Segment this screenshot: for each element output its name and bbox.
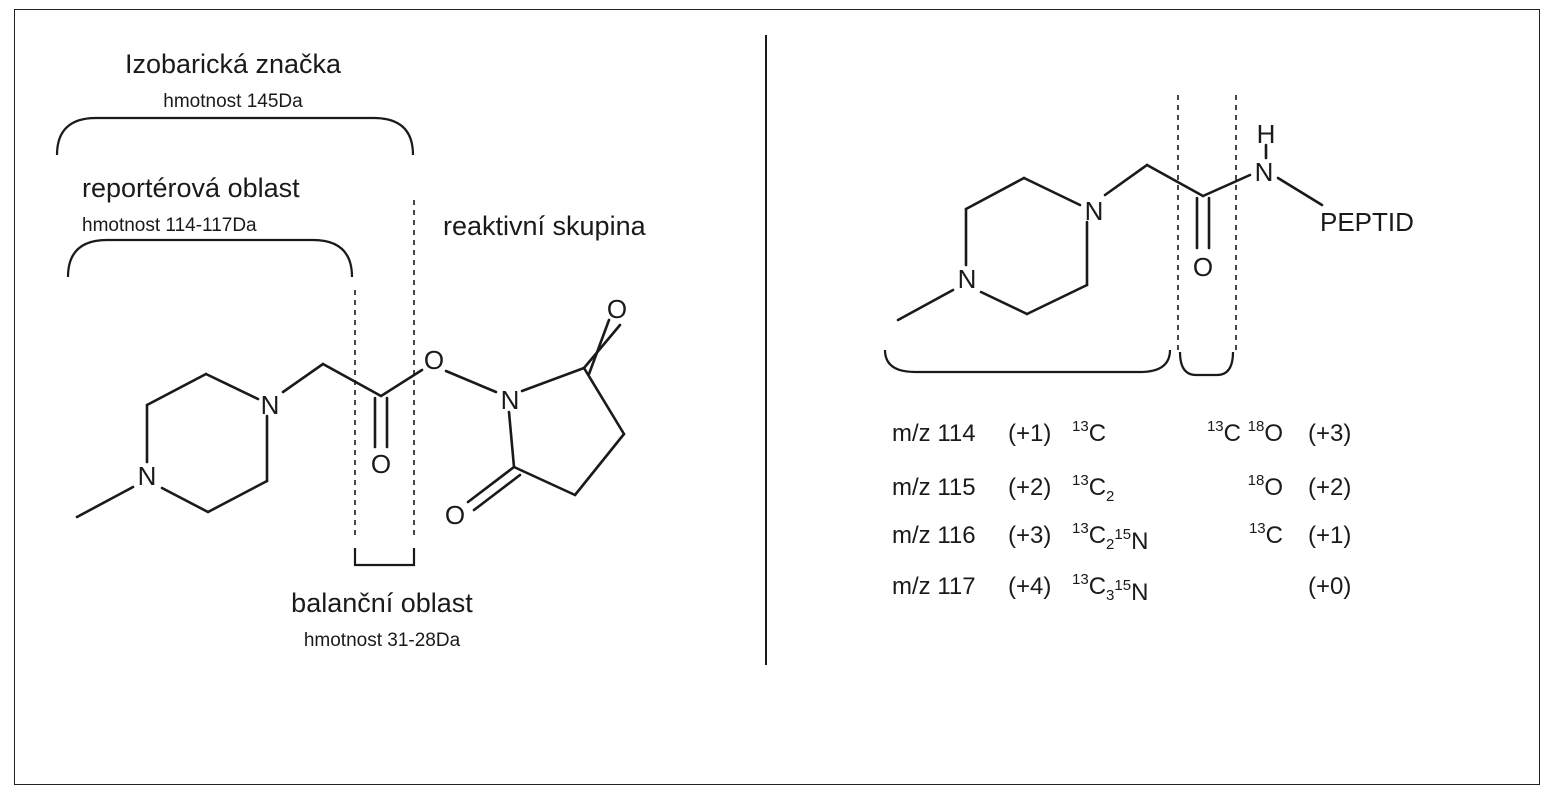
isobaric-tag-mass: hmotnost 145Da [163, 91, 303, 112]
peptide-label: PEPTID [1320, 207, 1414, 237]
isotope-table: m/z 114 (+1) 13C 13C 18O (+3) m/z 115 (+2) 13C2… [892, 418, 1351, 606]
table-row: m/z 117 (+4) 13C315N (+0) [892, 571, 1351, 606]
mz-value: m/z 115 [892, 474, 976, 501]
reporter-shift: (+3) [1008, 522, 1051, 549]
table-row: m/z 116 (+3) 13C215N 13C (+1) [892, 520, 1351, 555]
reporter-isotopes: 13C315N [1072, 571, 1148, 606]
right-atom-n-amide: N [1255, 157, 1274, 187]
balance-isotopes: 18O [1248, 472, 1283, 501]
isobaric-tag-brace [55, 116, 415, 156]
right-molecule-bonds [896, 143, 1324, 322]
balance-region-title: balanční oblast [291, 588, 473, 618]
left-molecule-bonds [75, 318, 626, 519]
reactive-group-label: reaktivní skupina [443, 211, 647, 241]
balance-region-brace [353, 548, 416, 567]
reporter-region-brace [66, 238, 354, 278]
left-atom-o-bottom: O [445, 500, 465, 530]
reporter-isotopes: 13C [1072, 418, 1106, 447]
mz-value: m/z 114 [892, 420, 976, 447]
mz-value: m/z 117 [892, 573, 976, 600]
reporter-isotopes: 13C2 [1072, 472, 1114, 505]
balance-shift: (+3) [1308, 420, 1351, 447]
left-atom-o-top: O [607, 294, 627, 324]
balance-isotopes: 13C [1249, 520, 1283, 549]
reporter-brace-right [883, 349, 1172, 374]
mz-value: m/z 116 [892, 522, 976, 549]
left-atom-o-carbonyl: O [371, 449, 391, 479]
reporter-isotopes: 13C215N [1072, 520, 1148, 555]
balance-region-mass: hmotnost 31-28Da [304, 630, 461, 651]
reporter-shift: (+4) [1008, 573, 1051, 600]
right-atom-n2: N [1085, 196, 1104, 226]
reporter-region-mass: hmotnost 114-117Da [82, 215, 257, 236]
reporter-region-title: reportérová oblast [82, 173, 300, 203]
balance-shift: (+2) [1308, 474, 1351, 501]
balance-isotopes: 13C 18O [1207, 418, 1283, 447]
right-atom-o-carbonyl: O [1193, 252, 1213, 282]
balance-brace-right [1178, 351, 1235, 377]
balance-shift: (+0) [1308, 573, 1351, 600]
right-atom-h: H [1257, 119, 1276, 149]
left-atom-o-ester: O [424, 345, 444, 375]
figure-frame [14, 9, 1540, 785]
left-atom-n1: N [138, 461, 157, 491]
isobaric-tag-title: Izobarická značka [125, 49, 342, 79]
right-atom-n1: N [958, 264, 977, 294]
balance-shift: (+1) [1308, 522, 1351, 549]
reporter-shift: (+2) [1008, 474, 1051, 501]
reporter-shift: (+1) [1008, 420, 1051, 447]
left-atom-n-imide: N [501, 385, 520, 415]
table-row: m/z 114 (+1) 13C 13C 18O (+3) [892, 418, 1351, 447]
left-atom-n2: N [261, 390, 280, 420]
table-row: m/z 115 (+2) 13C2 18O (+2) [892, 472, 1351, 505]
